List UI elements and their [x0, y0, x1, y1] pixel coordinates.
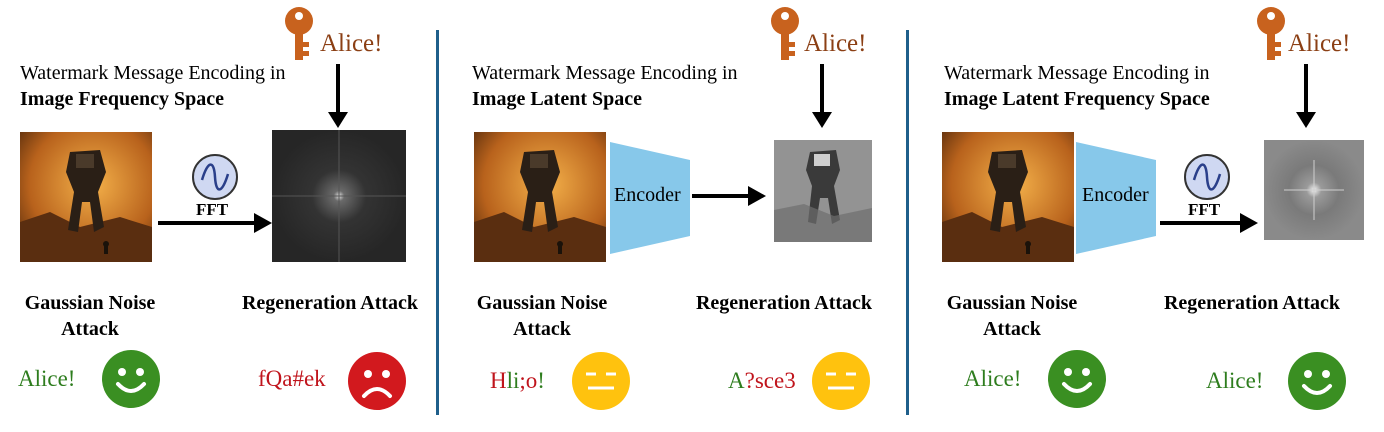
- panel-latent-space: Watermark Message Encoding in Image Late…: [452, 0, 902, 432]
- fft-label: FFT: [1188, 200, 1221, 219]
- panel-divider-2: [906, 30, 909, 415]
- neutral-face-icon: [572, 352, 630, 410]
- decoded-segment: !: [537, 368, 545, 393]
- watermark-message: Alice!: [320, 30, 383, 57]
- decoded-segment: Alice!: [964, 366, 1022, 391]
- panel-divider-1: [436, 30, 439, 415]
- fft-label: FFT: [196, 200, 229, 219]
- attack-text: Gaussian Noise Attack: [476, 292, 608, 340]
- attack-text: Regeneration Attack: [695, 292, 873, 314]
- message-arrow: [812, 64, 832, 128]
- regeneration-decoded-message: A?sce3: [728, 368, 796, 394]
- watermark-message: Alice!: [1288, 30, 1351, 57]
- encoder-block: [610, 142, 690, 254]
- title-line-2: Image Latent Frequency Space: [944, 88, 1210, 110]
- happy-face-icon: [102, 350, 160, 408]
- key-icon: [1256, 6, 1286, 69]
- panel-frequency-space: Watermark Message Encoding in Image Freq…: [0, 0, 450, 432]
- title-line-1: Watermark Message Encoding in: [944, 62, 1210, 84]
- decoded-segment: li: [506, 368, 520, 393]
- attack-text: Gaussian Noise Attack: [946, 292, 1078, 340]
- panel-title: Watermark Message Encoding in Image Late…: [472, 60, 738, 112]
- regeneration-decoded-message: fQa#ek: [258, 366, 326, 392]
- decoded-segment: A: [728, 368, 745, 393]
- neutral-face-icon: [812, 352, 870, 410]
- watermark-message: Alice!: [804, 30, 867, 57]
- decoded-segment: o: [525, 368, 538, 393]
- gaussian-decoded-message: Alice!: [18, 366, 75, 392]
- regeneration-attack-label: Regeneration Attack: [240, 290, 420, 316]
- attack-text: Regeneration Attack: [1163, 292, 1341, 314]
- frequency-spectrum-image: [272, 130, 406, 262]
- fft-wave-icon: [192, 154, 238, 200]
- key-icon: [770, 6, 800, 69]
- title-line-1: Watermark Message Encoding in: [472, 62, 738, 84]
- attack-text: Gaussian Noise Attack: [24, 292, 156, 340]
- title-line-2: Image Frequency Space: [20, 88, 225, 110]
- encoder-arrow: [692, 186, 766, 206]
- latent-frequency-spectrum-image: [1264, 140, 1364, 240]
- attack-text: Regeneration Attack: [241, 292, 419, 314]
- panel-latent-frequency-space: Watermark Message Encoding in Image Late…: [922, 0, 1372, 432]
- decoded-segment: ?sce3: [744, 368, 796, 393]
- regeneration-attack-label: Regeneration Attack: [1162, 290, 1342, 316]
- happy-face-icon: [1288, 352, 1346, 410]
- key-icon: [284, 6, 314, 69]
- regeneration-decoded-message: Alice!: [1206, 368, 1263, 394]
- message-arrow: [328, 64, 348, 128]
- latent-image: [774, 140, 872, 242]
- title-line-2: Image Latent Space: [472, 88, 642, 110]
- decoded-segment: H: [490, 368, 507, 393]
- message-arrow: [1296, 64, 1316, 128]
- gaussian-noise-attack-label: Gaussian Noise Attack: [0, 290, 180, 342]
- decoded-segment: Alice!: [18, 366, 76, 391]
- gaussian-decoded-message: Alice!: [964, 366, 1021, 392]
- encoder-block: [1076, 142, 1156, 254]
- gaussian-noise-attack-label: Gaussian Noise Attack: [922, 290, 1102, 342]
- gaussian-decoded-message: Hli;o!: [490, 368, 545, 394]
- fft-arrow: [158, 213, 272, 233]
- panel-title: Watermark Message Encoding in Image Late…: [944, 60, 1210, 112]
- source-image: [20, 132, 152, 262]
- gaussian-noise-attack-label: Gaussian Noise Attack: [452, 290, 632, 342]
- decoded-segment: Alice!: [1206, 368, 1264, 393]
- fft-wave-icon: [1184, 154, 1230, 200]
- decoded-segment: fQa#ek: [258, 366, 326, 391]
- sad-face-icon: [348, 352, 406, 410]
- decoded-segment: ;: [519, 368, 526, 393]
- encoder-label: Encoder: [1082, 184, 1149, 206]
- encoder-label: Encoder: [614, 184, 681, 206]
- title-line-1: Watermark Message Encoding in: [20, 62, 286, 84]
- regeneration-attack-label: Regeneration Attack: [694, 290, 874, 316]
- panel-title: Watermark Message Encoding in Image Freq…: [20, 60, 286, 112]
- fft-arrow: [1160, 213, 1258, 233]
- source-image: [942, 132, 1074, 262]
- source-image: [474, 132, 606, 262]
- happy-face-icon: [1048, 350, 1106, 408]
